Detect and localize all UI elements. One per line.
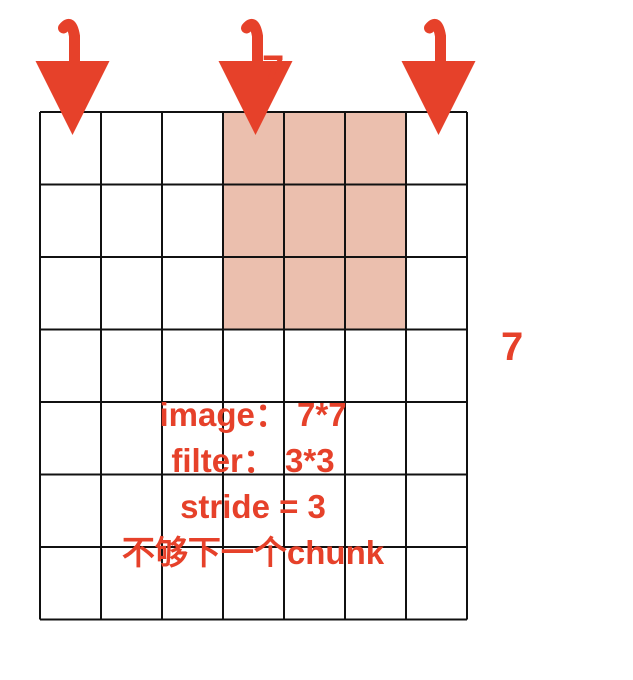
filter-window-highlight <box>223 112 406 330</box>
annotation-stride: stride = 3 <box>180 488 326 525</box>
highlight-cell-r1-c4 <box>284 184 345 257</box>
top-dimension-label: 7 <box>262 48 285 92</box>
stride-arrow-icon <box>218 19 293 135</box>
stride-arrow-icon <box>35 19 110 135</box>
stride-arrow-icon <box>401 19 476 135</box>
annotation-not-enough-chunk: 不够下一个chunk <box>121 534 385 571</box>
annotation-filter-size: filter： 3*3 <box>171 442 335 479</box>
highlight-cell-r2-c4 <box>284 257 345 330</box>
stride-arrows <box>35 19 476 135</box>
highlight-cell-r0-c5 <box>345 112 406 185</box>
highlight-cell-r2-c5 <box>345 257 406 330</box>
right-dimension-label: 7 <box>501 325 524 369</box>
highlight-cell-r2-c3 <box>223 257 284 330</box>
highlight-cell-r1-c5 <box>345 184 406 257</box>
annotation-image-size: image： 7*7 <box>159 396 347 433</box>
image-grid <box>39 111 468 621</box>
highlight-cell-r0-c4 <box>284 112 345 185</box>
highlight-cell-r1-c3 <box>223 184 284 257</box>
